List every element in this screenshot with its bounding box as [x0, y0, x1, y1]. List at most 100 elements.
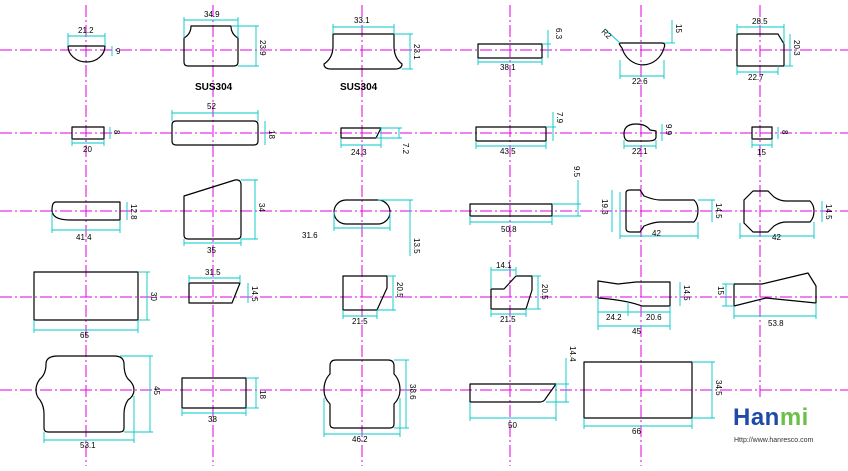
profile-r3c6: 42 14.5	[739, 190, 833, 242]
dim-r3c6-height: 14.5	[824, 204, 833, 220]
dim-r2c6-height: 8	[780, 130, 789, 135]
profile-r4c1: 65 30	[33, 271, 158, 340]
dim-r1c2-height: 23.9	[258, 40, 267, 56]
dim-r3c5-width: 42	[652, 229, 661, 238]
dim-r5c4-width: 50	[508, 421, 517, 430]
dim-r1c2-width: 34.9	[204, 10, 220, 19]
dim-r5c1-height: 45	[152, 386, 161, 395]
dim-r1c5-height: 15	[674, 24, 683, 33]
dim-r1c6-height: 20.3	[792, 40, 801, 56]
dim-r2c1-height: 8	[112, 130, 121, 135]
dim-r4c6-width: 53.8	[768, 319, 784, 328]
dim-r4c3-height: 20.5	[395, 282, 404, 298]
brand-name-part2: mi	[779, 404, 809, 431]
dim-r4c5-seg2: 20.6	[646, 313, 662, 322]
dim-r4c4-height: 20.5	[540, 284, 549, 300]
brand-url: Http://www.hanresco.com	[734, 437, 814, 444]
profile-r3c4: 50.8 9.5	[469, 166, 581, 234]
dim-r1c4-width: 38.1	[500, 63, 516, 72]
dim-r4c5-seg1: 24.2	[606, 313, 622, 322]
dim-r4c4-width: 21.5	[500, 315, 516, 324]
dim-r4c4-top: 14.1	[496, 261, 512, 270]
dim-r3c4-height: 9.5	[572, 166, 581, 178]
profile-r5c1: 53.1 45	[35, 355, 161, 450]
dim-r5c3-height: 38.6	[408, 384, 417, 400]
profile-r2c2: 52 18	[171, 102, 276, 146]
dim-r2c4-height: 7.9	[555, 112, 564, 124]
dim-r3c5-left: 19.3	[600, 199, 609, 215]
centerline-grid	[0, 5, 848, 466]
dim-r5c2-width: 38	[208, 415, 217, 424]
dim-r2c5-width: 22.1	[632, 147, 648, 156]
profile-r3c1: 41.4 12.8	[51, 201, 138, 242]
dim-r2c1-width: 20	[83, 145, 92, 154]
dim-r4c1-width: 65	[80, 331, 89, 340]
profile-r4c4: 14.1 21.5 20.5	[490, 261, 549, 324]
dim-r5c1-width: 53.1	[80, 441, 96, 450]
dim-r2c3-height: 7.2	[401, 143, 410, 155]
profile-r3c3: 31.6 13.5	[302, 199, 421, 256]
profile-r2c6: 15 8	[751, 126, 789, 157]
profile-r1c4: 38.1 6.3	[477, 28, 563, 72]
profile-r1c1: 21.2 9	[67, 26, 121, 63]
dim-r5c4-height: 14.4	[568, 346, 577, 362]
dim-r3c3-height: 13.5	[412, 238, 421, 254]
profile-r3c5: 42 19.3 14.5	[600, 189, 723, 239]
dim-r3c1-width: 41.4	[76, 233, 92, 242]
dim-r1c3-width: 33.1	[354, 16, 370, 25]
dim-r5c5-height: 34.5	[714, 380, 723, 396]
profile-r5c5: 66 34.5	[583, 361, 723, 436]
profile-r4c6: 15 53.8	[716, 272, 817, 328]
dim-r5c5-width: 66	[632, 427, 641, 436]
dim-r3c1-height: 12.8	[129, 204, 138, 220]
profile-r3c2: 35 34	[183, 179, 266, 255]
profile-r4c2: 31.5 14.5	[188, 268, 259, 304]
dim-r4c2-width: 31.5	[205, 268, 221, 277]
dim-r3c5-height: 14.5	[714, 203, 723, 219]
profile-r1c6: 28.5 22.7 20.3	[736, 17, 801, 82]
dim-r5c2-height: 18	[258, 390, 267, 399]
dim-r1c6-bottom: 22.7	[748, 73, 764, 82]
dim-r4c6-height: 15	[716, 286, 725, 295]
dim-r3c4-width: 50.8	[501, 225, 517, 234]
dim-r1c3-height: 23.1	[412, 44, 421, 60]
dim-r5c3-width: 46.2	[352, 435, 368, 444]
dim-r2c2-height: 18	[267, 130, 276, 139]
profile-r5c2: 38 18	[181, 377, 267, 424]
profile-r2c4: 43.5 7.9	[475, 112, 564, 156]
dim-r3c2-width: 35	[207, 246, 216, 255]
brand-name: Hanmi	[733, 404, 809, 432]
profile-r2c3: 24.3 7.2	[340, 127, 410, 157]
dim-r1c1-width: 21.2	[78, 26, 94, 35]
profile-r2c5: 22.1 9.9	[623, 123, 673, 156]
profile-r4c3: 21.5 20.5	[342, 275, 404, 326]
profile-r1c3: 33.1 23.1 SUS304	[323, 16, 421, 93]
dim-r4c1-height: 30	[149, 292, 158, 301]
brand-name-part1: Han	[733, 404, 780, 431]
dim-r4c5-height: 14.5	[682, 285, 691, 301]
profile-r2c1: 20 8	[71, 126, 121, 154]
dim-r1c5-width: 22.6	[632, 77, 648, 86]
dim-r1c6-top: 28.5	[752, 17, 768, 26]
profile-r5c3: 46.2 38.6	[323, 359, 417, 444]
dim-r2c4-width: 43.5	[500, 147, 516, 156]
dim-r3c6-width: 42	[772, 233, 781, 242]
dim-r3c2-height: 34	[257, 203, 266, 212]
dim-r2c3-width: 24.3	[351, 148, 367, 157]
dim-r1c1-height: 9	[116, 47, 121, 56]
dim-r3c3-width: 31.6	[302, 231, 318, 240]
brand-logo: Hanmi Http://www.hanresco.com	[733, 404, 843, 464]
dim-r1c4-height: 6.3	[554, 28, 563, 40]
profile-r5c4: 50 14.4	[469, 346, 577, 430]
dim-r4c3-width: 21.5	[352, 317, 368, 326]
dim-r4c5-width: 45	[632, 327, 641, 336]
dim-r2c6-width: 15	[757, 148, 766, 157]
dim-r4c2-height: 14.5	[250, 286, 259, 302]
dim-r2c2-width: 52	[207, 102, 216, 111]
material-label-2: SUS304	[340, 82, 378, 93]
profile-r4c5: 24.2 20.6 45 14.5	[597, 280, 691, 336]
dim-r1c5-radius: R2	[600, 27, 614, 41]
material-label-1: SUS304	[195, 82, 233, 93]
dim-r2c5-height: 9.9	[664, 124, 673, 136]
